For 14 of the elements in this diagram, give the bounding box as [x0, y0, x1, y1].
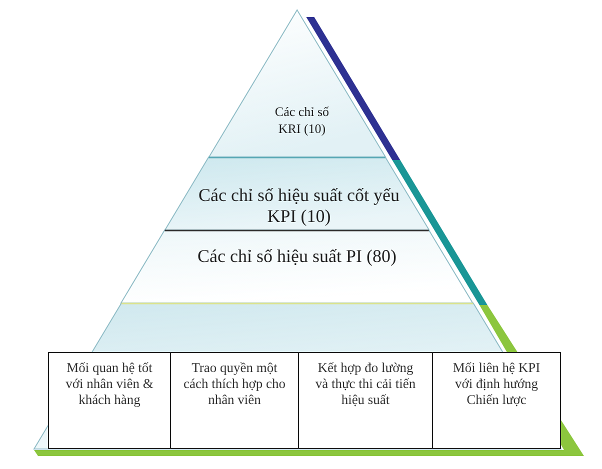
factor-text: Trao quyền một cách thích hợp cho nhân viên — [182, 360, 286, 408]
factor-text: Mối liên hệ KPI với định hướng Chiến lược — [452, 360, 542, 408]
pyramid-tier — [208, 10, 386, 157]
tier-label: Các chỉ số KRI (10) — [274, 103, 330, 137]
factor-text: Kết hợp đo lường và thực thi cải tiến hiệu suất — [314, 360, 417, 408]
factor-box — [298, 352, 433, 449]
factor-text: Mối quan hệ tốt với nhân viên & khách hàng — [64, 360, 154, 408]
tier-label: Các chỉ số hiệu suất PI (80) — [196, 246, 398, 267]
pyramid-tier — [165, 157, 430, 230]
factor-box — [432, 352, 561, 449]
pyramid-tier — [121, 230, 474, 303]
factor-box — [170, 352, 299, 449]
tier-label: Các chỉ số hiệu suất cốt yếu KPI (10) — [198, 185, 400, 227]
factor-box — [48, 352, 171, 449]
